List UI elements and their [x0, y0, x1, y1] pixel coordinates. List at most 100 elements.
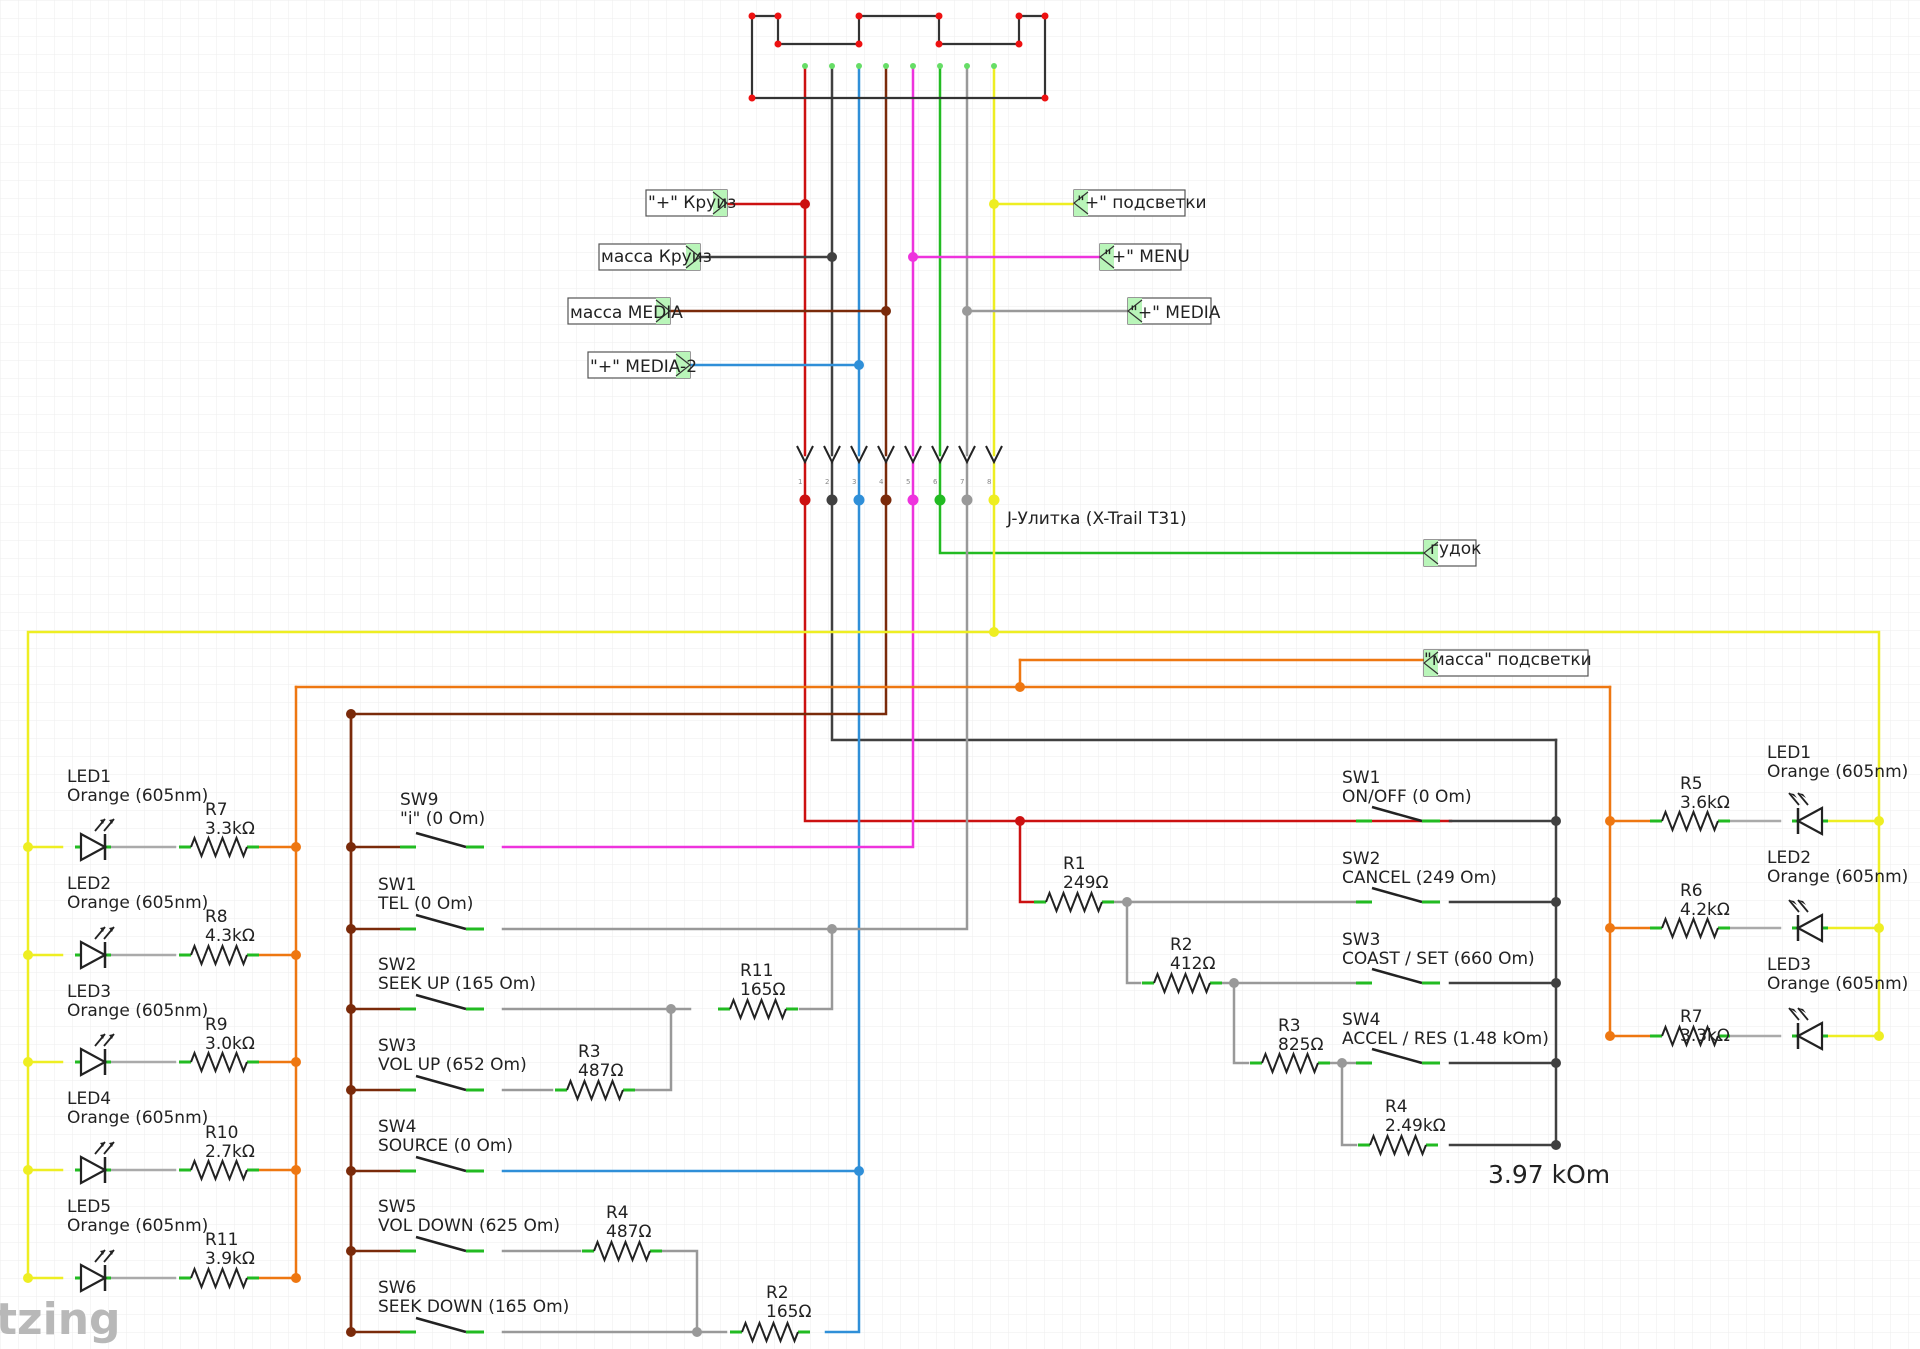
junction-dot: [799, 494, 811, 506]
label-kruiz-mass: масса Круиз: [601, 247, 712, 267]
led-spec: Orange (605nm): [67, 1108, 208, 1128]
led-name: LED2: [67, 874, 111, 894]
junction-dot: [829, 63, 835, 69]
resistor-name: R4: [1385, 1097, 1408, 1117]
junction-dot: [989, 627, 999, 637]
led-light-arrow-head: [100, 1034, 105, 1039]
junction-dot: [883, 63, 889, 69]
led-light-arrow: [1797, 792, 1809, 806]
wire-red: [1018, 819, 1036, 904]
junction-dot: [988, 494, 1000, 506]
resistor-name: R10: [205, 1123, 238, 1143]
led-light-arrow-head: [1798, 1008, 1806, 1013]
switch-blade: [1371, 805, 1423, 823]
switch-blade: [415, 1074, 467, 1092]
pin-arrow-icon: [850, 445, 868, 465]
resistor-symbol: [566, 1078, 624, 1102]
label-kruiz-plus: "+" Круиз: [648, 193, 736, 213]
junction-dot: [666, 1004, 676, 1014]
junction-dot: [854, 1166, 864, 1176]
led-diode-icon: [1795, 1021, 1824, 1051]
pin-arrow-icon: [823, 445, 841, 465]
junction-dot: [1605, 816, 1615, 826]
resistor-value: 3.3kΩ: [1680, 1026, 1730, 1046]
pin-arrow-icon: [904, 445, 922, 465]
resistor-symbol: [1661, 916, 1719, 940]
led-spec: Orange (605nm): [67, 1216, 208, 1236]
pin-number: 8: [987, 478, 991, 486]
wire-gray: [1232, 981, 1250, 1065]
resistor-value: 487Ω: [606, 1222, 651, 1242]
net-label-flag: [1074, 190, 1088, 216]
switch-name: SW4: [378, 1117, 416, 1137]
media-switch-labels: SW9 "i" (0 Om) SW1 TEL (0 Om) SW2 SEEK U…: [377, 790, 811, 1322]
led-spec: Orange (605nm): [67, 893, 208, 913]
junction-dot: [989, 199, 999, 209]
junction-dot: [1015, 40, 1023, 48]
net-label-box: [1073, 189, 1186, 217]
switch-blade: [1371, 967, 1423, 985]
net-label-arrow: [1127, 299, 1143, 323]
junction-dot: [855, 40, 863, 48]
resistor-name: R11: [205, 1230, 238, 1250]
led-name: LED1: [67, 767, 111, 787]
junction-dot: [853, 494, 865, 506]
junction-dot: [1041, 12, 1049, 20]
wire-gray: [501, 498, 969, 931]
resistor-symbol: [729, 997, 787, 1021]
resistor-symbol: [1661, 1024, 1719, 1048]
resistor-name: R11: [740, 961, 773, 981]
junction-dot: [1874, 816, 1884, 826]
net-label-flag: [686, 244, 700, 270]
junction-dot: [934, 494, 946, 506]
junction-dot: [1874, 923, 1884, 933]
resistor-symbol: [190, 1158, 248, 1182]
junction-dot: [1015, 12, 1023, 20]
resistor-value: 3.3kΩ: [205, 819, 255, 839]
switch-name: SW5: [378, 1197, 416, 1217]
wire-gray: [1340, 1061, 1358, 1147]
junction-dot: [1874, 1031, 1884, 1041]
junction-dot: [907, 494, 919, 506]
net-label-arrow: [685, 245, 701, 269]
junction-dot: [291, 1057, 301, 1067]
pin-number: 5: [906, 478, 910, 486]
wire-black: [830, 498, 1558, 742]
wires: [26, 64, 1881, 1334]
junction-dot: [855, 12, 863, 20]
resistor-value: 165Ω: [766, 1302, 811, 1322]
led-light-arrow-head: [109, 1142, 114, 1147]
switch-blade: [1371, 1047, 1423, 1065]
junction-dot: [1229, 978, 1239, 988]
junction-dot: [1015, 682, 1025, 692]
led-light-arrow-head: [109, 1250, 114, 1255]
switch-blade: [415, 913, 467, 931]
pin-number: 2: [825, 478, 829, 486]
junction-dot: [346, 1085, 356, 1095]
resistor-symbol: [741, 1320, 799, 1344]
led-light-arrow-head: [100, 819, 105, 824]
switch-name: SW1: [378, 875, 416, 895]
net-label-arrow: [1073, 191, 1089, 215]
switch-desc: CANCEL (249 Om): [1342, 868, 1497, 888]
junction-dot: [346, 842, 356, 852]
junction-dot: [937, 63, 943, 69]
resistor-name: R2: [1170, 935, 1193, 955]
switch-name: SW4: [1342, 1010, 1380, 1030]
resistor-symbol: [1661, 809, 1719, 833]
switch-desc: SEEK UP (165 Om): [378, 974, 536, 994]
led-light-arrow-head: [1789, 1008, 1797, 1013]
net-labels: "+" Круиз масса Круиз масса MEDIA "+" ME…: [570, 193, 1592, 670]
net-label-arrow: [675, 353, 691, 377]
switch-blade: [415, 1235, 467, 1253]
net-label-flag: [676, 352, 690, 378]
resistor-symbol: [190, 1266, 248, 1290]
led-diode-icon: [1795, 913, 1824, 943]
led-light-arrow: [1788, 1007, 1800, 1021]
junction-dot: [1551, 897, 1561, 907]
wire-yellow: [992, 630, 1881, 1038]
junction-dot: [802, 63, 808, 69]
net-label-box: [567, 297, 671, 325]
resistor-symbol: [190, 1050, 248, 1074]
